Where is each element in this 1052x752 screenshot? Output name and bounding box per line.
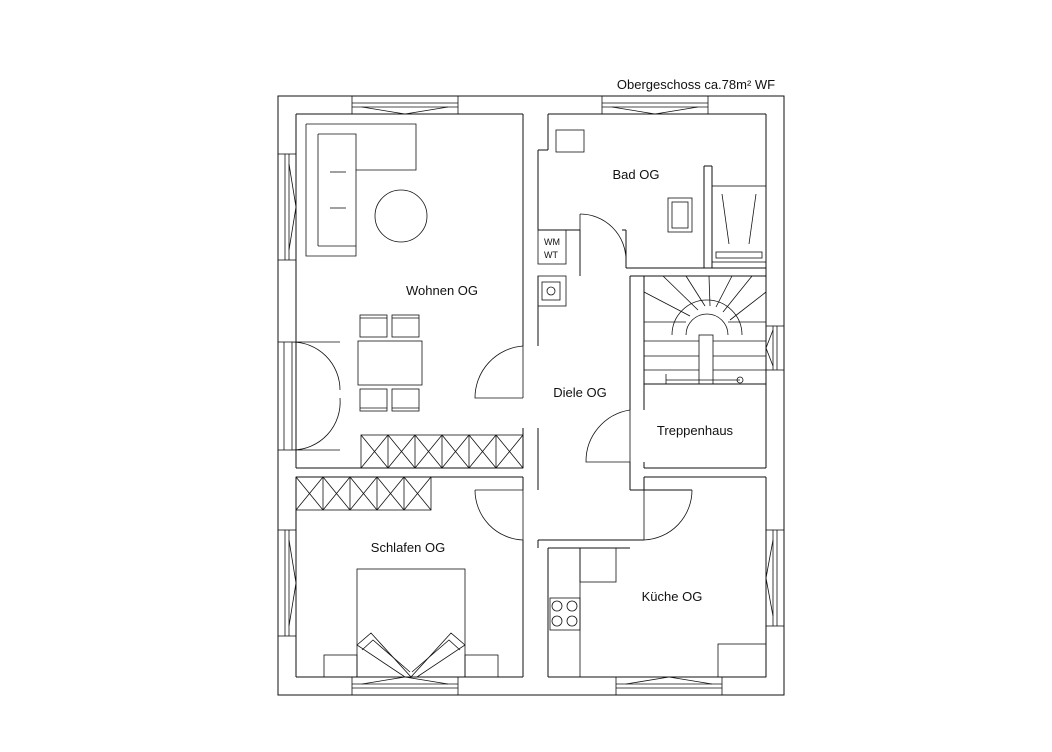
label-wohnen: Wohnen OG [406, 283, 478, 298]
room-labels: Wohnen OG Bad OG Diele OG Treppenhaus Sc… [371, 167, 734, 604]
staircase [643, 275, 767, 385]
wardrobe-wohnen [360, 434, 524, 469]
bed [323, 568, 499, 678]
doors [474, 213, 693, 541]
label-treppenhaus: Treppenhaus [657, 423, 734, 438]
plan-title: Obergeschoss ca.78m² WF [617, 77, 775, 92]
label-wt: WT [544, 250, 558, 260]
label-wm: WM [544, 237, 560, 247]
label-schlafen: Schlafen OG [371, 540, 445, 555]
label-diele: Diele OG [553, 385, 606, 400]
label-kueche: Küche OG [642, 589, 703, 604]
windows [277, 95, 785, 696]
outer-walls [277, 95, 785, 696]
kitchen-fixtures [549, 547, 767, 678]
bad-fixtures [537, 129, 767, 307]
wohnen-furniture [305, 123, 428, 412]
label-bad: Bad OG [613, 167, 660, 182]
wardrobe-schlafen [295, 476, 432, 511]
